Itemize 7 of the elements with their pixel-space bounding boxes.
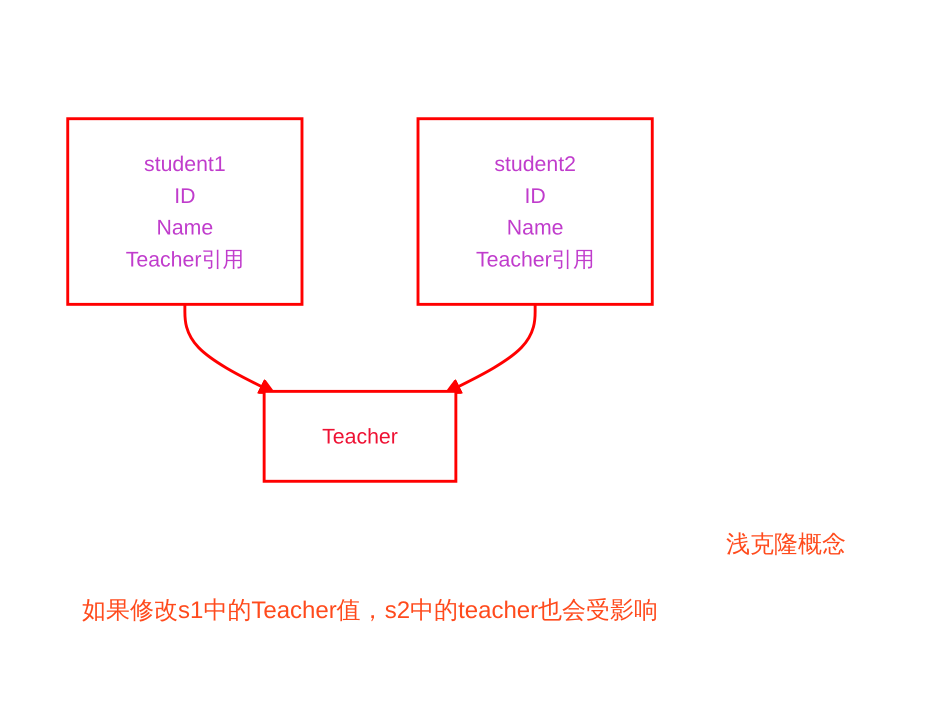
node-box: Teacher — [262, 390, 458, 483]
node-box: student2 ID Name Teacher引用 — [416, 117, 654, 306]
node-box: student1 ID Name Teacher引用 — [66, 117, 304, 306]
arrow — [444, 304, 537, 394]
caption-text: 如果修改s1中的Teacher值，s2中的teacher也会受影响 — [82, 596, 658, 626]
arrow — [183, 304, 276, 394]
note-text: 浅克隆概念 — [726, 530, 846, 560]
